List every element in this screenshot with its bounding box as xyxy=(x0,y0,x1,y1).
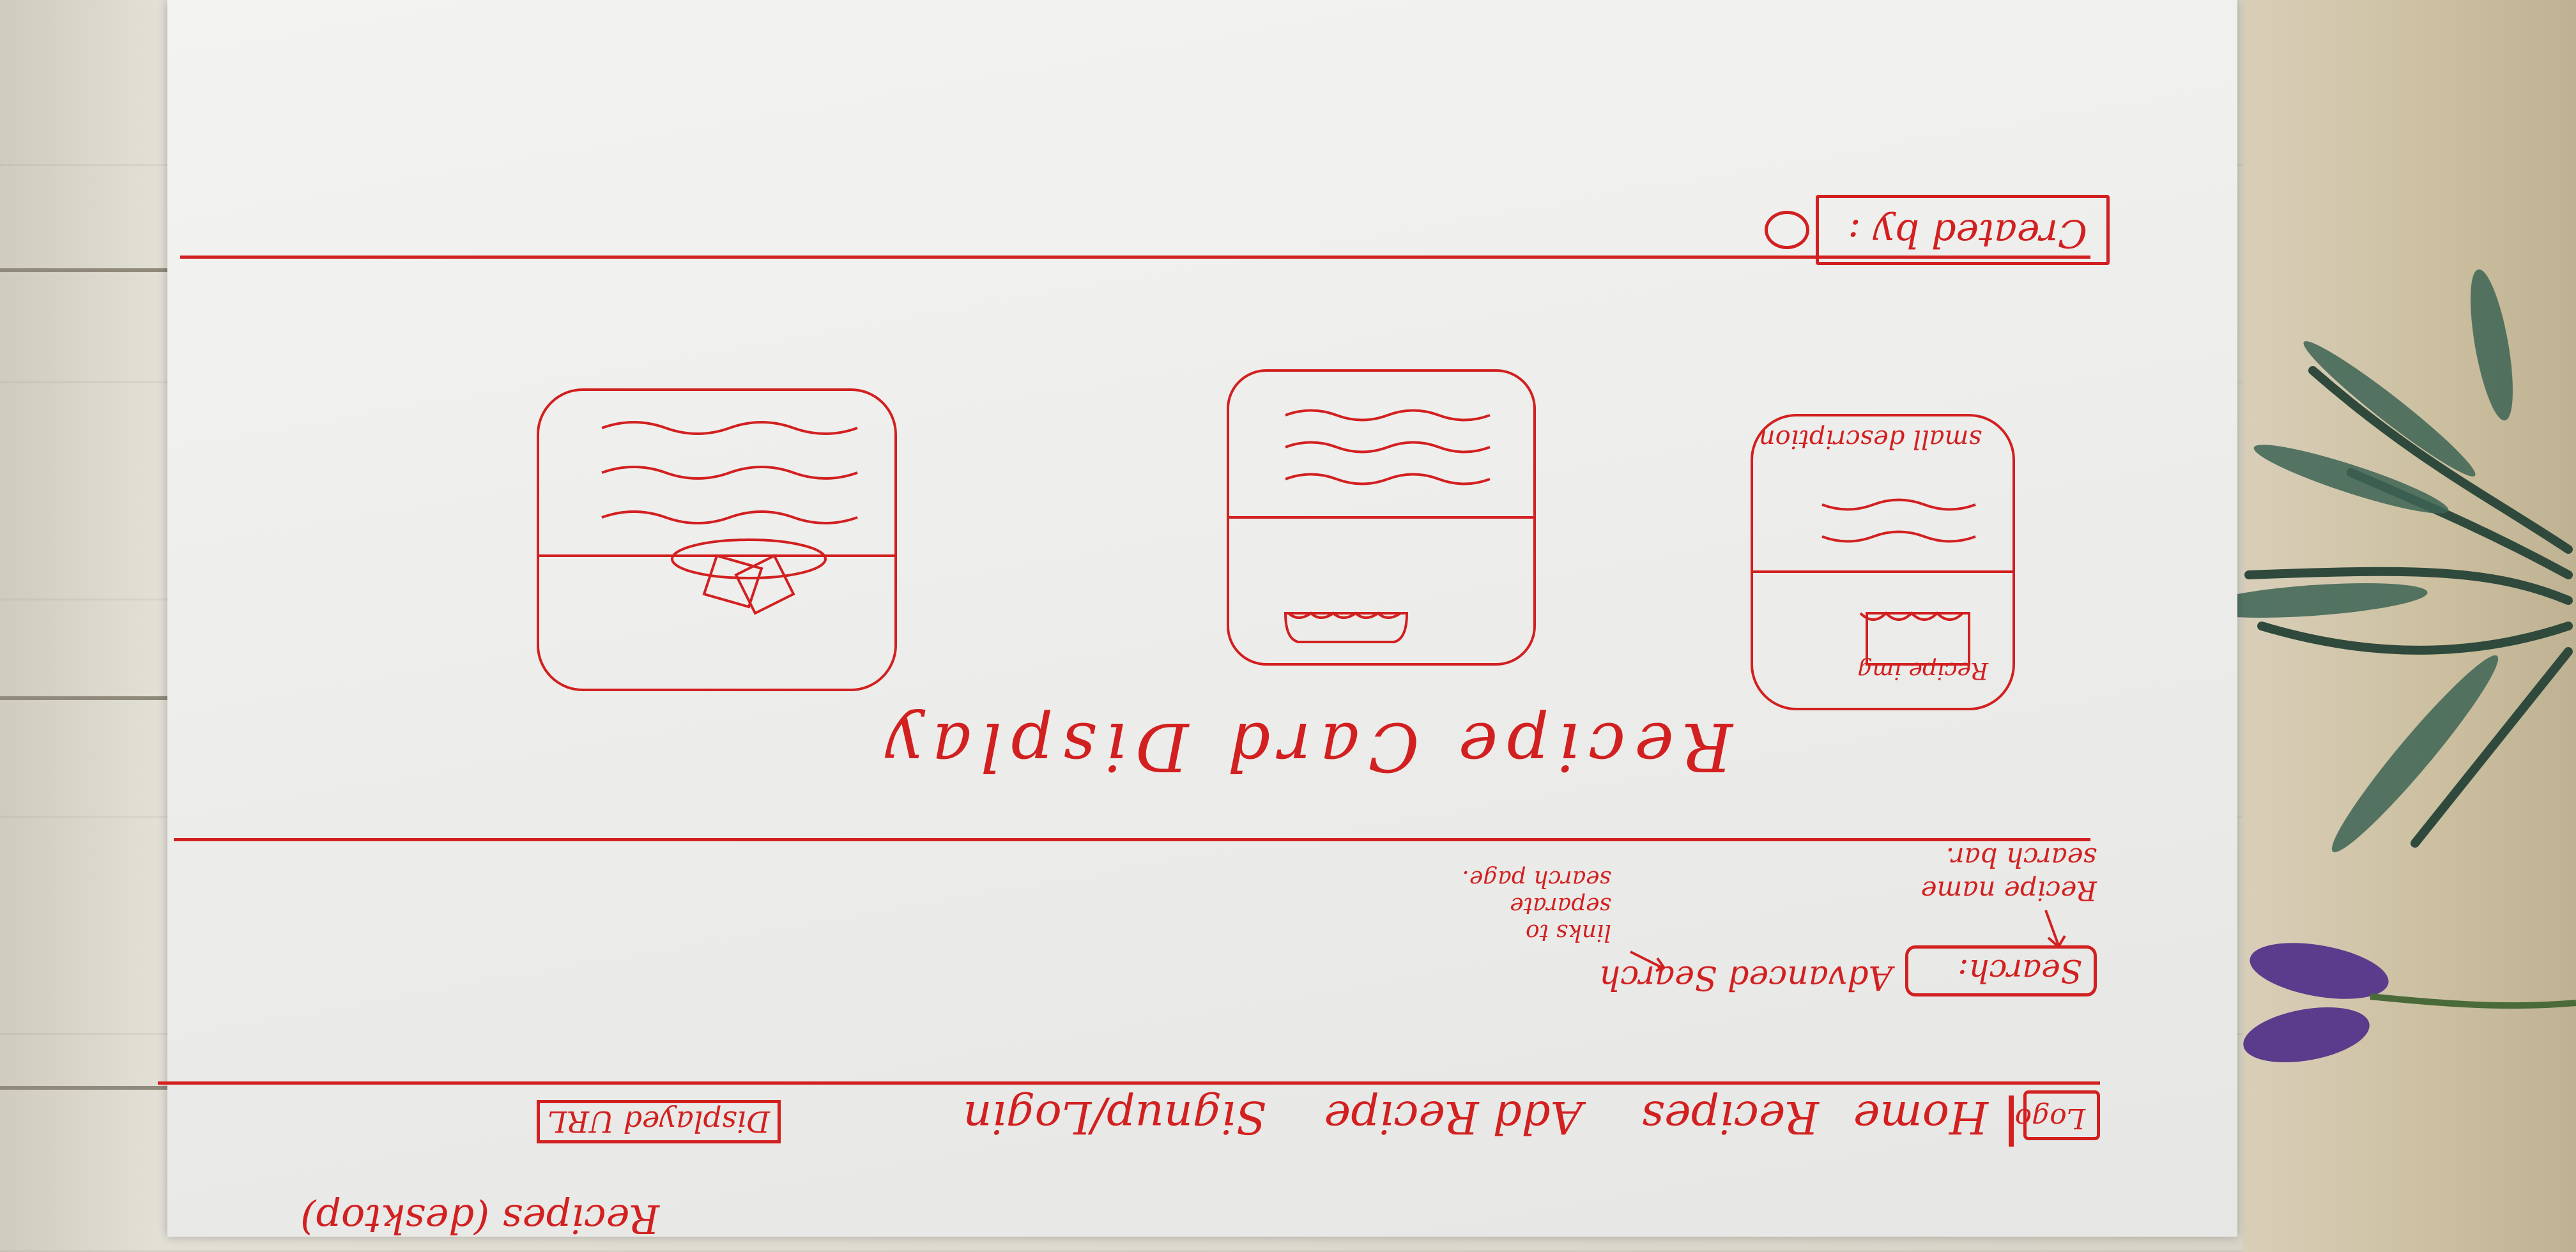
advanced-search-link[interactable]: Advanced Search xyxy=(1598,958,1892,996)
page-title: Recipes (desktop) xyxy=(300,1196,659,1242)
logo-label: Logo xyxy=(2014,1102,2085,1134)
displayed-url-box: Displayed URL xyxy=(536,1100,781,1143)
floor-seam xyxy=(0,268,217,272)
floor-seam xyxy=(0,1086,217,1090)
plant-icon xyxy=(2223,269,2576,1063)
search-hint: Recipe name search bar. xyxy=(1920,842,2097,906)
recipe-img-label: Recipe img xyxy=(1857,657,1988,683)
nav-home[interactable]: Home xyxy=(1853,1091,1988,1143)
created-by-label: Created by : xyxy=(1848,211,2087,256)
search-label: Search: xyxy=(1958,952,2082,989)
cards-heading: Recipe Card Display xyxy=(876,708,1733,786)
paper-sheet xyxy=(167,0,2237,1237)
advanced-search-note: links to separate search page. xyxy=(1462,866,1611,945)
nav-recipes[interactable]: Recipes xyxy=(1641,1091,1819,1143)
floor-seam xyxy=(0,696,217,700)
small-description-label: small description xyxy=(1758,424,1982,454)
nav-add-recipe[interactable]: Add Recipe xyxy=(1324,1091,1583,1143)
nav-signup-login[interactable]: Signup/Login xyxy=(963,1091,1266,1143)
